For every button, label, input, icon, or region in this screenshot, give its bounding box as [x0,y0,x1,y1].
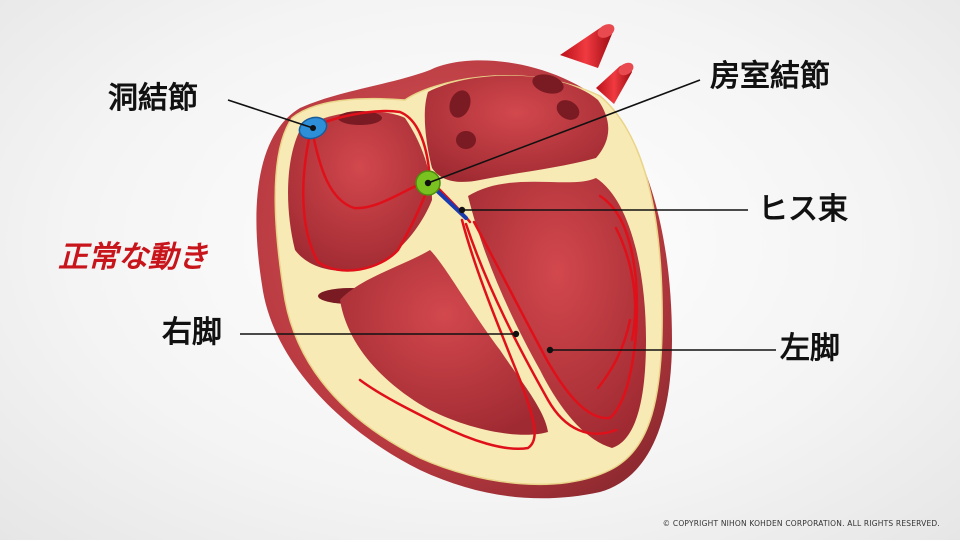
great-vessels [560,24,634,104]
right-atrium [288,111,432,271]
copyright-notice: © COPYRIGHT NIHON KOHDEN CORPORATION. AL… [662,519,940,528]
conduction-pathways [302,109,639,450]
left-ventricle [468,178,646,448]
leader-lines [227,79,776,351]
right-bundle-label: 右脚 [162,315,222,350]
leader-dots [310,125,554,354]
left-bundle-label: 左脚 [780,331,840,366]
sa-node-label: 洞結節 [108,81,198,116]
av-node-label: 房室結節 [710,59,830,94]
right-ventricle [340,250,548,435]
his-bundle-label: ヒス束 [758,192,848,227]
normal-motion-caption: 正常な動き [58,240,208,275]
